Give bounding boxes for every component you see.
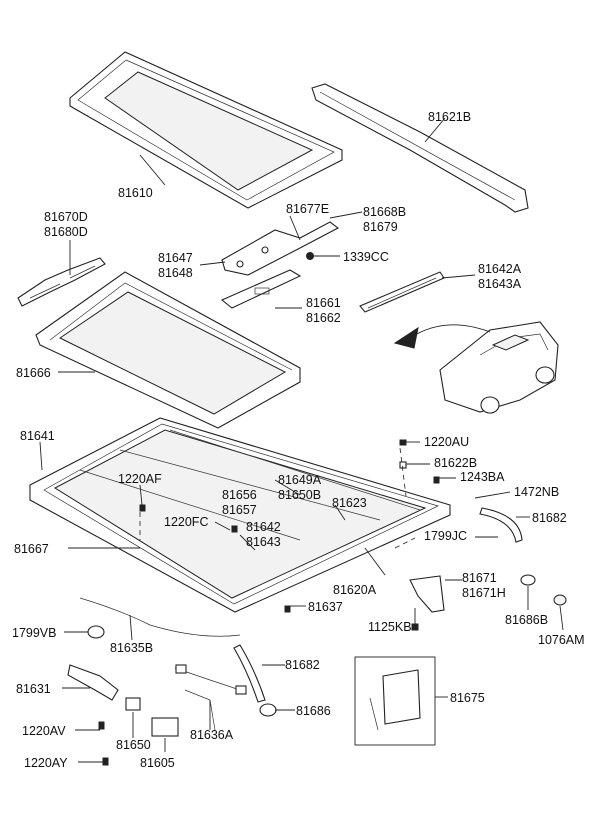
label-81641: 81641 [20,429,55,443]
drive-motor-81631 [67,664,119,701]
label-81677E: 81677E [286,202,329,216]
direction-arrow [393,324,491,349]
part-labels: 81621B 81610 81677E 81668B 81679 81670D … [12,110,585,770]
label-81643: 81643 [246,535,281,549]
label-81675: 81675 [450,691,485,705]
label-81666: 81666 [16,366,51,380]
label-1339CC: 1339CC [343,250,389,264]
grommet-81686 [259,703,277,717]
label-81671: 81671 [462,571,497,585]
label-81657: 81657 [222,503,257,517]
sunroof-glass-panel [69,51,343,209]
label-1243BA: 1243BA [460,470,505,484]
guide-rail-right [359,271,445,313]
drive-mechanism [221,221,340,276]
sunshade-frame [35,271,301,429]
cable-81635B [79,597,241,637]
label-81686: 81686 [296,704,331,718]
label-81647: 81647 [158,251,193,265]
drain-hose-lower [233,644,266,703]
label-81610: 81610 [118,186,153,200]
label-81649A: 81649A [278,473,322,487]
label-1799JC: 1799JC [424,529,467,543]
wiring-harness-81636A [174,664,247,731]
control-unit-81605 [151,717,179,737]
label-81656: 81656 [222,488,257,502]
label-81686B: 81686B [505,613,548,627]
vehicle-inset [439,321,559,414]
label-81643A: 81643A [478,277,522,291]
label-81623: 81623 [332,496,367,510]
label-81621B: 81621B [428,110,471,124]
label-81661: 81661 [306,296,341,310]
leader-lines [39,117,564,763]
label-81605: 81605 [140,756,175,770]
rail-bracket-left [17,257,106,307]
label-1472NB: 1472NB [514,485,559,499]
sunroof-main-frame [29,417,451,613]
switch-81650 [125,697,141,711]
label-81662: 81662 [306,311,341,325]
label-81636A: 81636A [190,728,234,742]
label-81667: 81667 [14,542,49,556]
label-81620A: 81620A [333,583,377,597]
bracket-81671 [409,575,445,613]
plug-1076AM [553,594,567,606]
drain-hose-right [479,507,523,543]
label-1220AU: 1220AU [424,435,469,449]
plug-1799VB [87,625,105,639]
label-1125KB: 1125KB [368,620,412,634]
label-1220FC: 1220FC [164,515,208,529]
label-1220AF: 1220AF [118,472,162,486]
tool-kit-box [354,656,436,746]
label-81668B: 81668B [363,205,406,219]
grommet-81686B [520,574,536,586]
label-1799VB: 1799VB [12,626,56,640]
label-1220AV: 1220AV [22,724,66,738]
label-81648: 81648 [158,266,193,280]
label-81682-right: 81682 [532,511,567,525]
label-81670D: 81670D [44,210,88,224]
label-81622B: 81622B [434,456,477,470]
wind-deflector [311,83,529,213]
label-1220AY: 1220AY [24,756,68,770]
label-81637: 81637 [308,600,343,614]
label-81642: 81642 [246,520,281,534]
guide-plate [220,269,302,309]
label-81679: 81679 [363,220,398,234]
label-81682-lower: 81682 [285,658,320,672]
label-81680D: 81680D [44,225,88,239]
label-81642A: 81642A [478,262,522,276]
label-81671H: 81671H [462,586,506,600]
label-81631: 81631 [16,682,51,696]
label-81650: 81650 [116,738,151,752]
label-81650B: 81650B [278,488,321,502]
label-81635B: 81635B [110,641,153,655]
label-1076AM: 1076AM [538,633,585,647]
